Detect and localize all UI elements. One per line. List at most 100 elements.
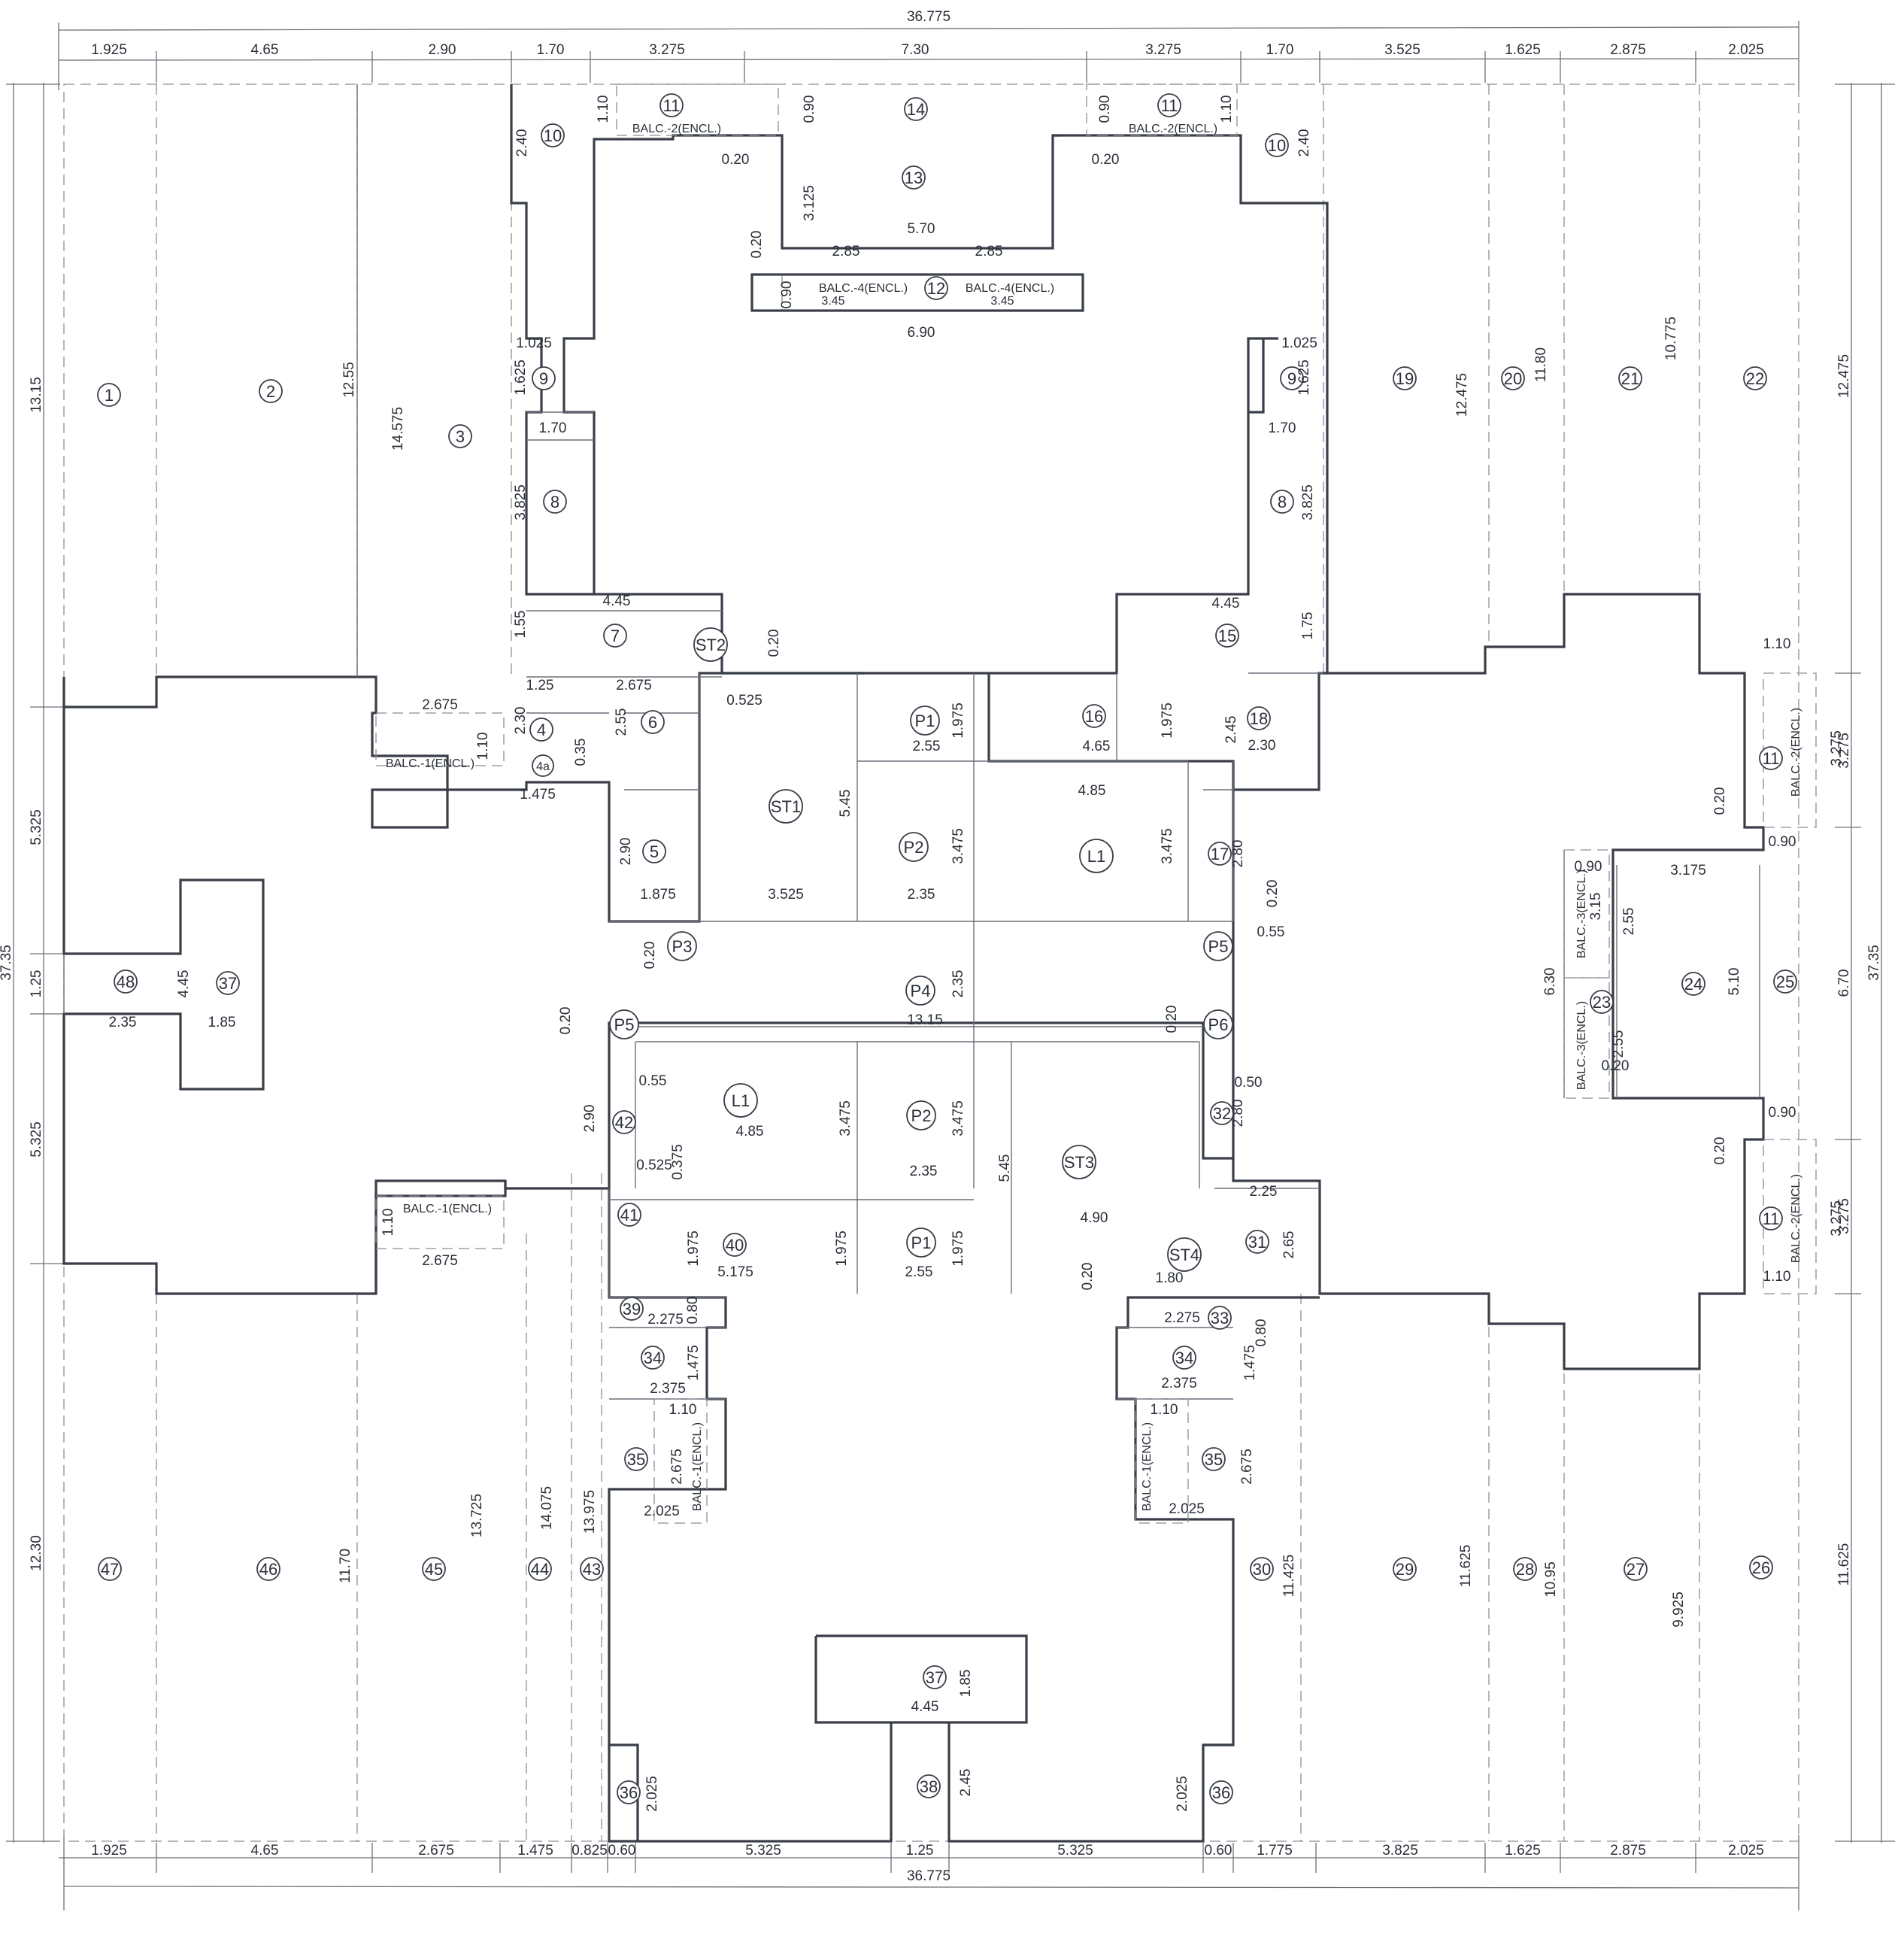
dim-6-90: 6.90 bbox=[908, 325, 935, 341]
dim-3-15: 3.15 bbox=[1588, 893, 1604, 921]
right-dim-4: 3.275 bbox=[1836, 1198, 1852, 1234]
room-10-right-label: 10 bbox=[1268, 136, 1286, 155]
dim-1-10-b: 1.10 bbox=[669, 1402, 697, 1418]
room-29-label: 29 bbox=[1396, 1560, 1414, 1579]
dim-0-20-a: 0.20 bbox=[722, 152, 750, 168]
balcony-labels: BALC.-2(ENCL.) BALC.-2(ENCL.) BALC.-4(EN… bbox=[386, 123, 1802, 1511]
dim-13-15: 13.15 bbox=[907, 1012, 943, 1028]
top-dim-6: 7.30 bbox=[902, 42, 929, 58]
dim-1-70-left: 1.70 bbox=[539, 420, 567, 436]
dim-1-10-b1: 1.10 bbox=[475, 733, 491, 760]
bottom-dim-11: 1.775 bbox=[1257, 1843, 1293, 1859]
room-39-label: 39 bbox=[623, 1300, 641, 1318]
dim-0-90-a: 0.90 bbox=[802, 96, 817, 123]
dim-4-90: 4.90 bbox=[1081, 1210, 1108, 1226]
dim-2-90-a: 2.90 bbox=[618, 838, 634, 866]
top-dim-12: 2.025 bbox=[1728, 42, 1764, 58]
right-dim-5: 11.625 bbox=[1836, 1543, 1852, 1586]
bottom-dim-15: 2.025 bbox=[1728, 1843, 1764, 1859]
dim-3-825-right: 3.825 bbox=[1300, 484, 1316, 520]
p5-right-label: P5 bbox=[1208, 937, 1229, 956]
dim-3-475-b: 3.475 bbox=[1160, 828, 1175, 864]
dim-2-025-a: 2.025 bbox=[644, 1504, 680, 1519]
bottom-dim-4: 1.475 bbox=[517, 1843, 553, 1859]
dim-12-55: 12.55 bbox=[341, 362, 357, 398]
dim-2-55-r1: 2.55 bbox=[1621, 908, 1637, 936]
bottom-dim-2: 4.65 bbox=[251, 1843, 279, 1859]
dim-2-25: 2.25 bbox=[1250, 1184, 1278, 1200]
room-23-label: 23 bbox=[1593, 993, 1611, 1012]
top-dim-1: 1.925 bbox=[91, 42, 127, 58]
room-26-label: 26 bbox=[1752, 1558, 1770, 1577]
room-41-label: 41 bbox=[620, 1206, 638, 1224]
dim-11-70: 11.70 bbox=[338, 1549, 353, 1583]
dim-5-45-b: 5.45 bbox=[997, 1155, 1013, 1182]
dim-2-375-a: 2.375 bbox=[650, 1381, 686, 1397]
balcony-3-lower-label: BALC.-3(ENCL.) bbox=[1575, 1001, 1588, 1090]
dim-1-10-c: 1.10 bbox=[1151, 1402, 1178, 1418]
p6-label: P6 bbox=[1208, 1015, 1229, 1034]
balcony-2-right-lower-label: BALC.-2(ENCL.) bbox=[1790, 1174, 1802, 1263]
dim-0-20-d: 0.20 bbox=[642, 942, 658, 970]
dim-10-95: 10.95 bbox=[1543, 1561, 1559, 1598]
left-upper-wing bbox=[62, 84, 358, 707]
room-48-label: 48 bbox=[117, 973, 135, 991]
bottom-total-dim: 36.775 bbox=[907, 1868, 950, 1884]
room-32-label: 32 bbox=[1213, 1104, 1231, 1123]
bottom-dimension-chains: 1.925 4.65 2.675 1.475 0.825 0.60 5.325 … bbox=[59, 1835, 1799, 1910]
room-6-label: 6 bbox=[648, 713, 657, 732]
bottom-dim-8: 1.25 bbox=[906, 1843, 934, 1859]
dim-4-65-mid: 4.65 bbox=[1083, 739, 1111, 754]
dim-2-90-b: 2.90 bbox=[582, 1105, 598, 1133]
top-dim-8: 1.70 bbox=[1266, 42, 1294, 58]
dim-1-975-b: 1.975 bbox=[1160, 702, 1175, 739]
dim-0-20-h: 0.20 bbox=[1080, 1263, 1096, 1291]
room-30-label: 30 bbox=[1253, 1560, 1271, 1579]
room-37-left-label: 37 bbox=[219, 974, 237, 993]
room-1-label: 1 bbox=[105, 386, 114, 405]
dim-1-475-c: 1.475 bbox=[1242, 1345, 1258, 1381]
dim-4-45-l: 4.45 bbox=[176, 970, 192, 998]
left-dim-4: 5.325 bbox=[29, 1121, 44, 1158]
dim-0-525-b: 0.525 bbox=[636, 1158, 672, 1173]
dim-0-90-c: 0.90 bbox=[1097, 96, 1113, 123]
dim-11-425: 11.425 bbox=[1281, 1555, 1297, 1598]
dim-14-575: 14.575 bbox=[390, 407, 406, 451]
room-labels: 1 2 3 4 4a 5 6 7 8 8 9 9 10 10 11 11 11 … bbox=[97, 93, 1797, 1804]
room-42-label: 42 bbox=[615, 1113, 633, 1132]
room-15-label: 15 bbox=[1218, 627, 1236, 645]
top-dim-9: 3.525 bbox=[1384, 42, 1420, 58]
balcony-1-left-upper-label: BALC.-1(ENCL.) bbox=[386, 757, 474, 770]
dim-1-25: 1.25 bbox=[526, 678, 554, 693]
top-dim-4: 1.70 bbox=[537, 42, 565, 58]
dim-0-20-e: 0.20 bbox=[1265, 880, 1281, 908]
dim-2-35-b: 2.35 bbox=[950, 970, 966, 998]
dim-2-35-c: 2.35 bbox=[910, 1164, 938, 1179]
room-13-label: 13 bbox=[905, 168, 923, 187]
dim-0-90-b: 0.90 bbox=[779, 281, 795, 309]
dim-2-275-b: 2.275 bbox=[1164, 1310, 1200, 1326]
top-dim-2: 4.65 bbox=[251, 42, 279, 58]
stair-st3-label: ST3 bbox=[1064, 1153, 1094, 1172]
internal-partitions bbox=[526, 411, 1760, 1400]
dim-2-40-left: 2.40 bbox=[514, 129, 530, 157]
room-9-left-label: 9 bbox=[539, 369, 548, 388]
room-47-label: 47 bbox=[101, 1560, 119, 1579]
p5-left-label: P5 bbox=[614, 1015, 635, 1034]
stair-st1-label: ST1 bbox=[771, 797, 801, 816]
stair-st4-label: ST4 bbox=[1169, 1246, 1199, 1264]
dim-1-475-b: 1.475 bbox=[686, 1345, 702, 1381]
p2-bottom-label: P2 bbox=[911, 1106, 932, 1125]
room-35-left-label: 35 bbox=[627, 1450, 645, 1469]
dim-1-70-right: 1.70 bbox=[1269, 420, 1296, 436]
room-24-label: 24 bbox=[1684, 975, 1702, 994]
bottom-dim-13: 1.625 bbox=[1505, 1843, 1541, 1859]
dim-3-475-d: 3.475 bbox=[950, 1100, 966, 1136]
room-11-d-label: 11 bbox=[1763, 1209, 1780, 1228]
dim-2-45-b: 2.45 bbox=[958, 1769, 974, 1797]
dim-3-45-b: 3.45 bbox=[990, 295, 1014, 308]
dim-2-80-a: 2.80 bbox=[1230, 840, 1246, 868]
dim-0-20-c: 0.20 bbox=[1092, 152, 1120, 168]
balcony-1-bottom-right-label: BALC.-1(ENCL.) bbox=[1141, 1422, 1154, 1511]
dim-2-85-a: 2.85 bbox=[832, 244, 860, 259]
